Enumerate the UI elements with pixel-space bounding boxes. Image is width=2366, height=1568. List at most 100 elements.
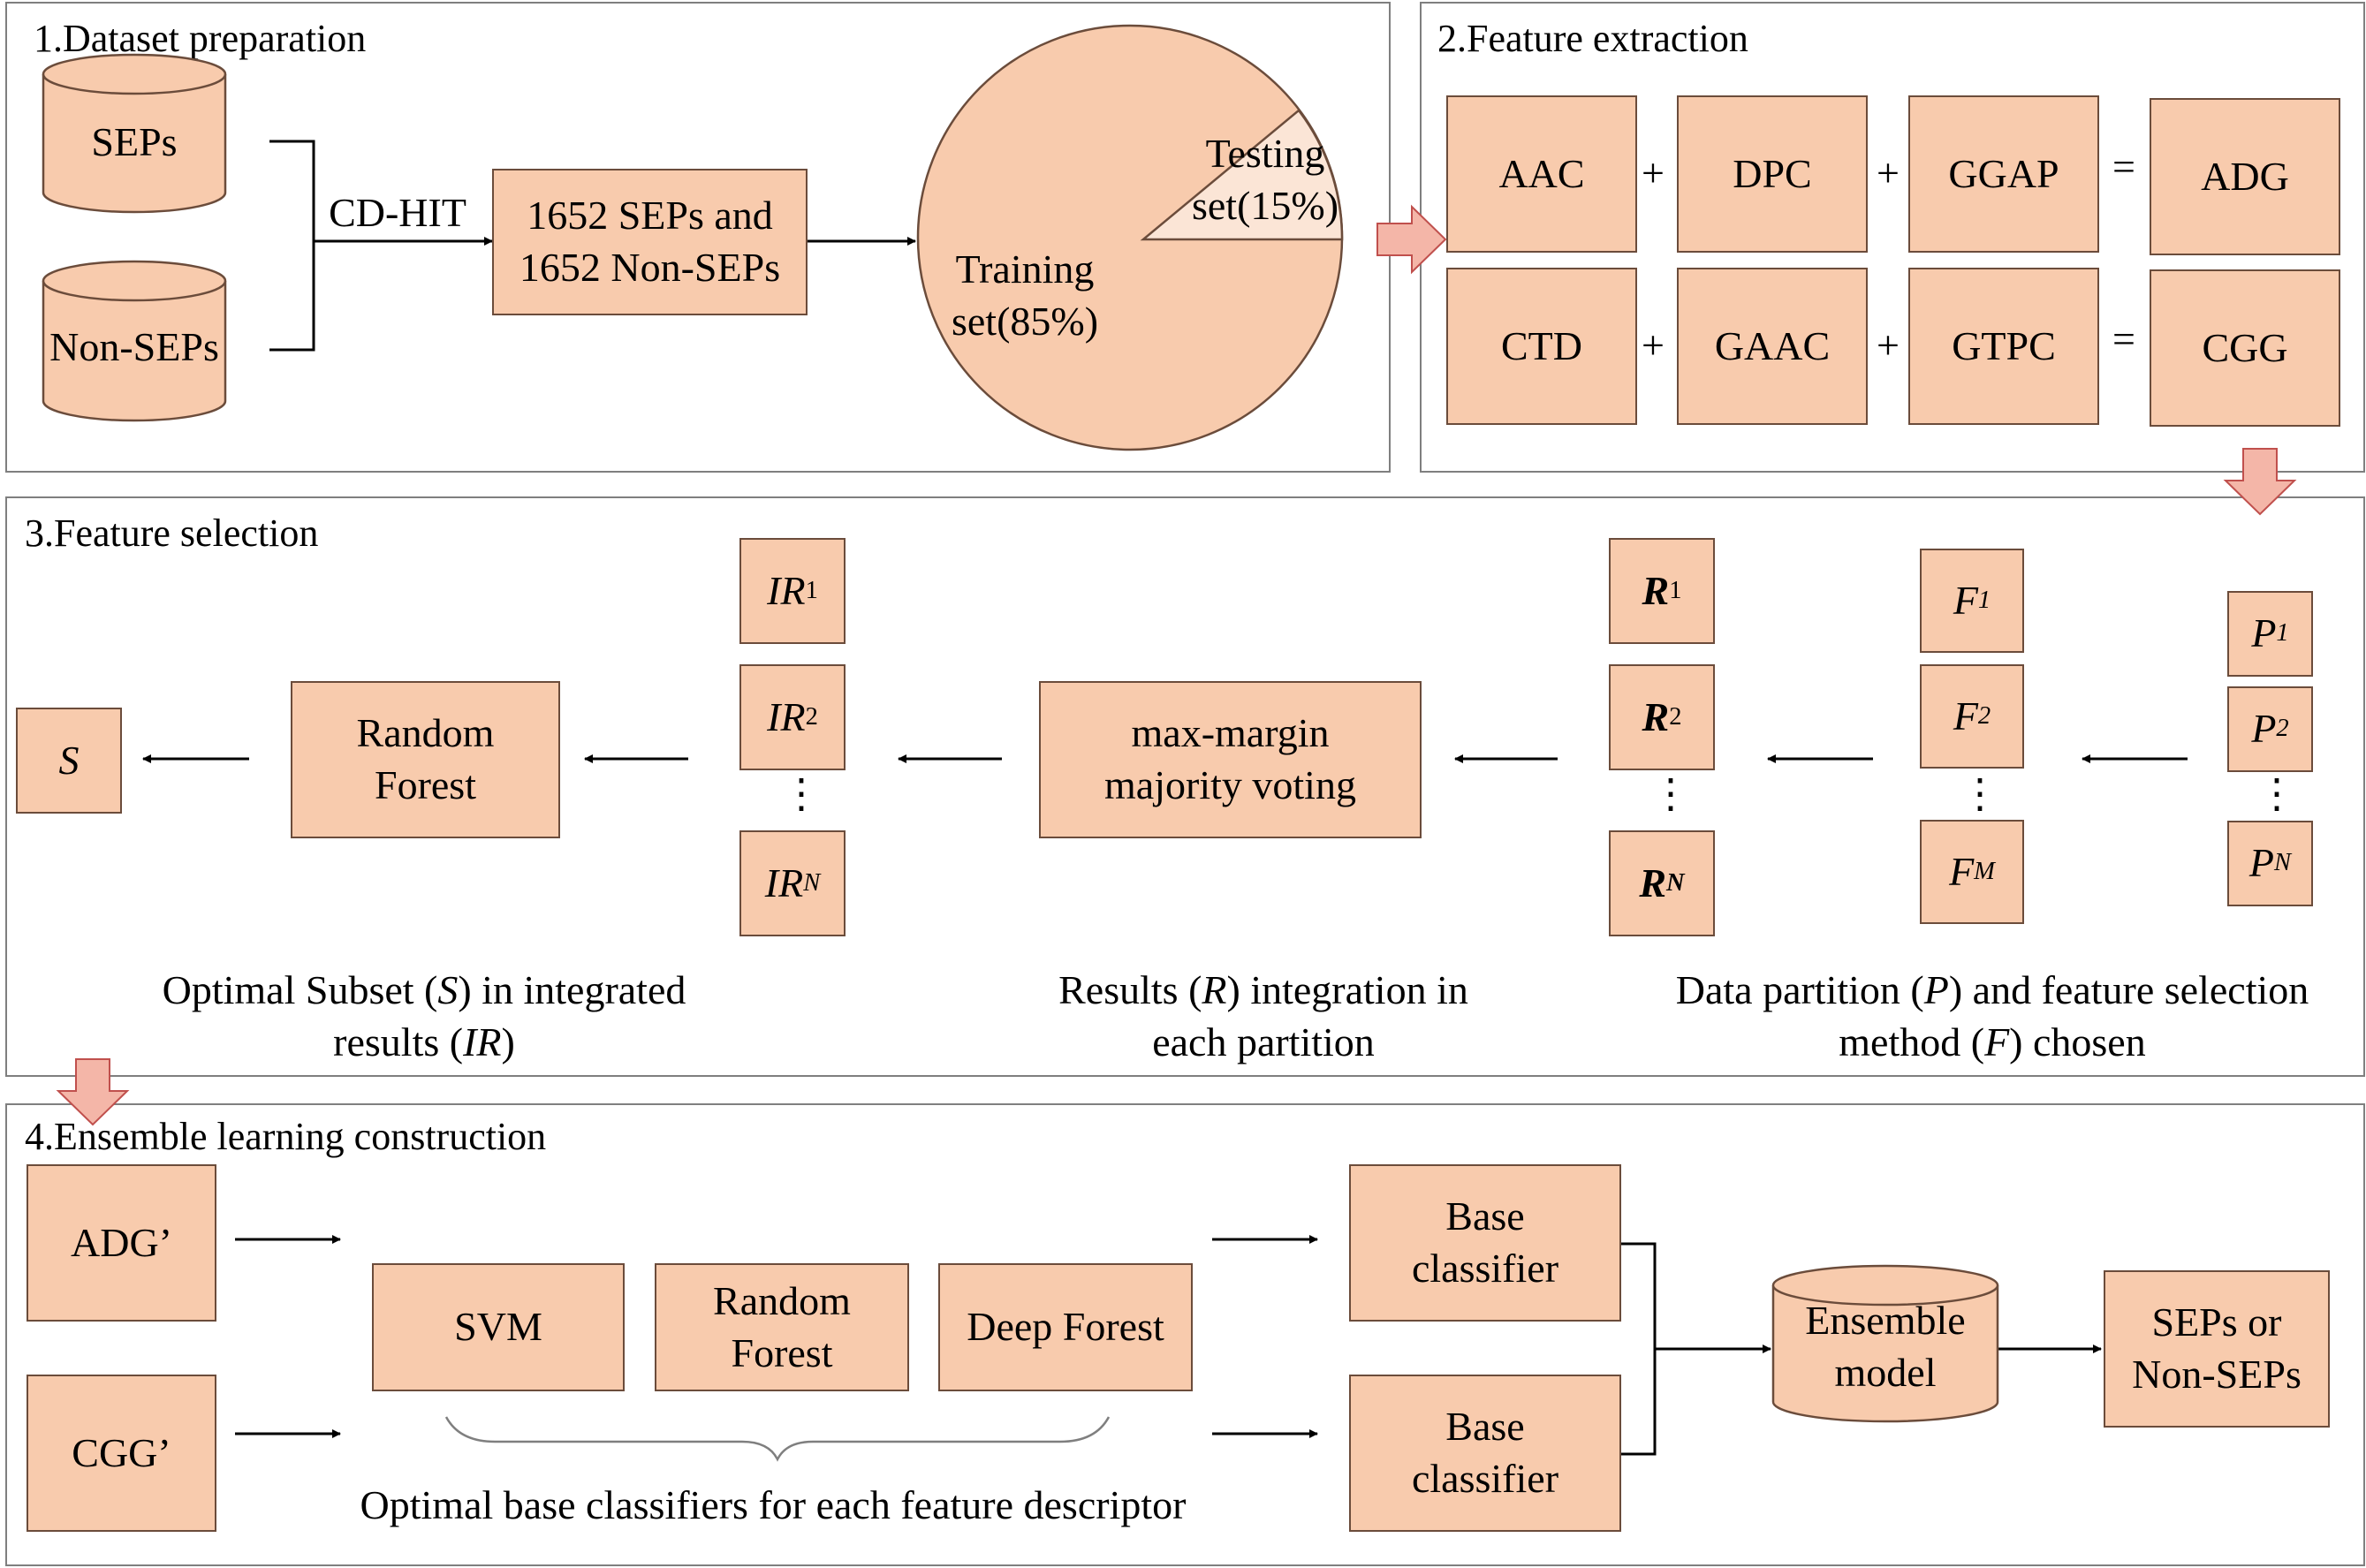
cgg-prime-box: CGG’	[27, 1375, 216, 1532]
f-base: F	[1953, 693, 1978, 739]
feature-ggap: GGAP	[1908, 95, 2099, 253]
f-sub: 1	[1977, 586, 1991, 614]
vertical-dots: ⋮	[1960, 771, 2000, 816]
ir-base: IR	[767, 567, 806, 613]
base-line: Base	[1445, 1193, 1525, 1239]
ens-line: model	[1834, 1349, 1937, 1395]
vertical-dots: ⋮	[2256, 771, 2297, 816]
testing-line: Testing	[1205, 131, 1325, 176]
p-base: P	[2251, 706, 2277, 752]
base-line: classifier	[1411, 1246, 1559, 1291]
ir-sub: N	[803, 868, 821, 897]
non-seps-cylinder	[42, 260, 227, 422]
plus-sign: +	[1877, 322, 1900, 367]
caption-part: Results (	[1058, 967, 1202, 1012]
panel-title: 3.Feature selection	[25, 511, 319, 555]
p-base: P	[2251, 610, 2277, 656]
caption-line: Optimal Subset (S) in integrated	[106, 965, 742, 1017]
rf-line: Forest	[731, 1329, 833, 1375]
plus-sign: +	[1877, 150, 1900, 195]
caption-part: Data partition (	[1675, 967, 1924, 1012]
training-set-label: Training set(85%)	[919, 244, 1131, 348]
equals-sign: =	[2112, 316, 2135, 361]
panel-title: 1.Dataset preparation	[34, 17, 367, 60]
feature-ctd: CTD	[1446, 268, 1637, 425]
ir-sub: 2	[805, 702, 818, 731]
base-line: Base	[1445, 1404, 1525, 1450]
block-arrow-down	[2223, 448, 2297, 516]
caption-line: Results (R) integration in	[998, 965, 1528, 1017]
rf-line: Random	[356, 710, 495, 756]
caption-results-integration: Results (R) integration in each partitio…	[998, 965, 1528, 1069]
caption-part: method (	[1839, 1019, 1985, 1064]
p-sub: 1	[2276, 619, 2289, 648]
f-sub: M	[1974, 857, 1995, 885]
plus-sign: +	[1642, 150, 1665, 195]
ir-base: IR	[767, 693, 806, 739]
ir-base: IR	[764, 860, 804, 905]
base-merge-bracket	[1621, 1242, 1657, 1456]
caption-part: ) chosen	[2009, 1019, 2146, 1064]
base-line: classifier	[1411, 1456, 1559, 1501]
p-base: P	[2248, 840, 2275, 886]
caption-optimal-subset: Optimal Subset (S) in integrated results…	[106, 965, 742, 1069]
testing-set-label: Testing set(15%)	[1168, 128, 1362, 232]
merge-bracket	[269, 140, 315, 352]
base-classifier-box: Base classifier	[1349, 1375, 1621, 1532]
ir-sub: 1	[805, 576, 818, 604]
panel-title: 2.Feature extraction	[1437, 17, 1748, 60]
rf-line: Forest	[374, 762, 476, 807]
caption-part: F	[1984, 1019, 2010, 1064]
caption-part: ) in integrated	[458, 967, 686, 1012]
caption-part: IR	[463, 1019, 502, 1064]
r-base: R	[1639, 860, 1667, 905]
r-base: R	[1642, 693, 1670, 739]
rf-line: Random	[713, 1277, 851, 1323]
equals-sign: =	[2112, 144, 2135, 189]
caption-data-partition: Data partition (P) and feature selection…	[1634, 965, 2350, 1069]
training-line: set(85%)	[951, 298, 1099, 344]
panel-title: 4.Ensemble learning construction	[25, 1115, 547, 1158]
out-line: SEPs or	[2151, 1299, 2282, 1345]
mm-line: majority voting	[1104, 762, 1356, 807]
feature-dpc: DPC	[1677, 95, 1868, 253]
caption-part: ) integration in	[1226, 967, 1468, 1012]
training-line: Training	[955, 246, 1095, 292]
feature-cgg: CGG	[2150, 269, 2340, 427]
classifier-brace	[444, 1416, 1111, 1462]
ensemble-model-label: Ensemble model	[1773, 1295, 1998, 1399]
ensemble-model-cylinder	[1771, 1264, 1999, 1423]
f-sub: 2	[1977, 701, 1991, 730]
mm-line: max-margin	[1131, 710, 1330, 756]
dataset-line: 1652 SEPs and	[527, 193, 773, 239]
f-base: F	[1949, 848, 1975, 894]
caption-part: ) and feature selection	[1948, 967, 2309, 1012]
caption-line: results (IR)	[106, 1017, 742, 1069]
plus-sign: +	[1642, 322, 1665, 367]
block-arrow-down	[56, 1058, 130, 1126]
caption-part: P	[1923, 967, 1949, 1012]
caption-part: results (	[333, 1019, 464, 1064]
caption-part: Optimal Subset (	[162, 967, 438, 1012]
caption-part: R	[1202, 967, 1227, 1012]
testing-set-slice	[1140, 109, 1344, 241]
cdhit-label: CD-HIT	[329, 190, 466, 235]
r-base: R	[1642, 567, 1670, 613]
brace-caption: Optimal base classifiers for each featur…	[360, 1482, 1187, 1527]
vertical-dots: ⋮	[781, 771, 822, 816]
